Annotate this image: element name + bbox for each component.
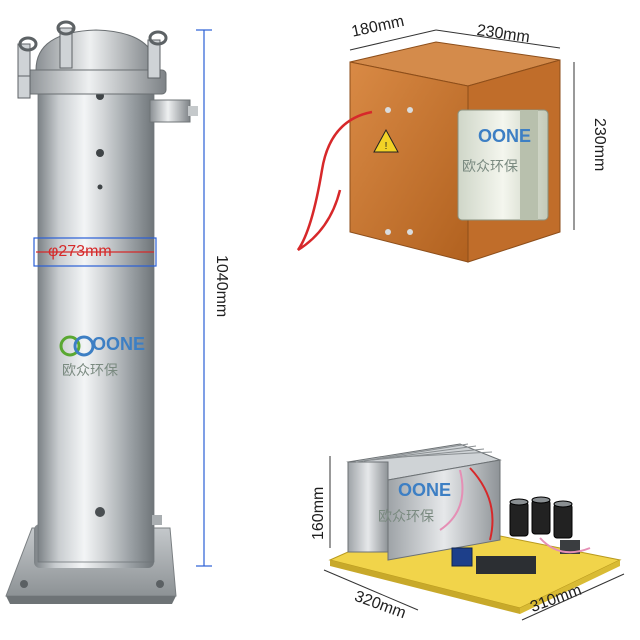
board-height-label: 160mm <box>310 486 327 540</box>
tank-height-label: 1040mm <box>213 255 230 318</box>
tank-diameter-label: φ273mm <box>48 243 112 260</box>
tank-side-outlet <box>149 99 191 123</box>
svg-text:!: ! <box>385 141 388 152</box>
board-logo-brand: OONE <box>398 480 452 500</box>
transformer-logo-chinese: 欧众环保 <box>462 158 518 174</box>
board-dimensions <box>323 456 625 621</box>
heatsink <box>346 443 502 561</box>
transformer-height-label: 230mm <box>591 118 608 172</box>
capacitors <box>509 496 573 539</box>
power-board <box>328 443 622 614</box>
board-logo-chinese: 欧众环保 <box>378 508 434 524</box>
red-wire <box>296 110 373 252</box>
tank-logo-chinese: 欧众环保 <box>62 362 118 378</box>
tank-lid <box>35 29 157 71</box>
tank-height-dimension <box>196 29 212 567</box>
tank-logo-brand: OONE <box>92 334 146 354</box>
tank-clamps <box>17 20 168 99</box>
ozone-tank <box>5 20 198 604</box>
ozone-transformer: ! <box>296 41 561 263</box>
tank-logo <box>59 335 95 357</box>
transformer-logo-brand: OONE <box>478 126 532 146</box>
tank-diameter-dimension <box>33 237 157 267</box>
transformer-dimensions <box>349 29 575 230</box>
warning-sticker <box>373 128 399 153</box>
tank-body <box>37 91 155 563</box>
